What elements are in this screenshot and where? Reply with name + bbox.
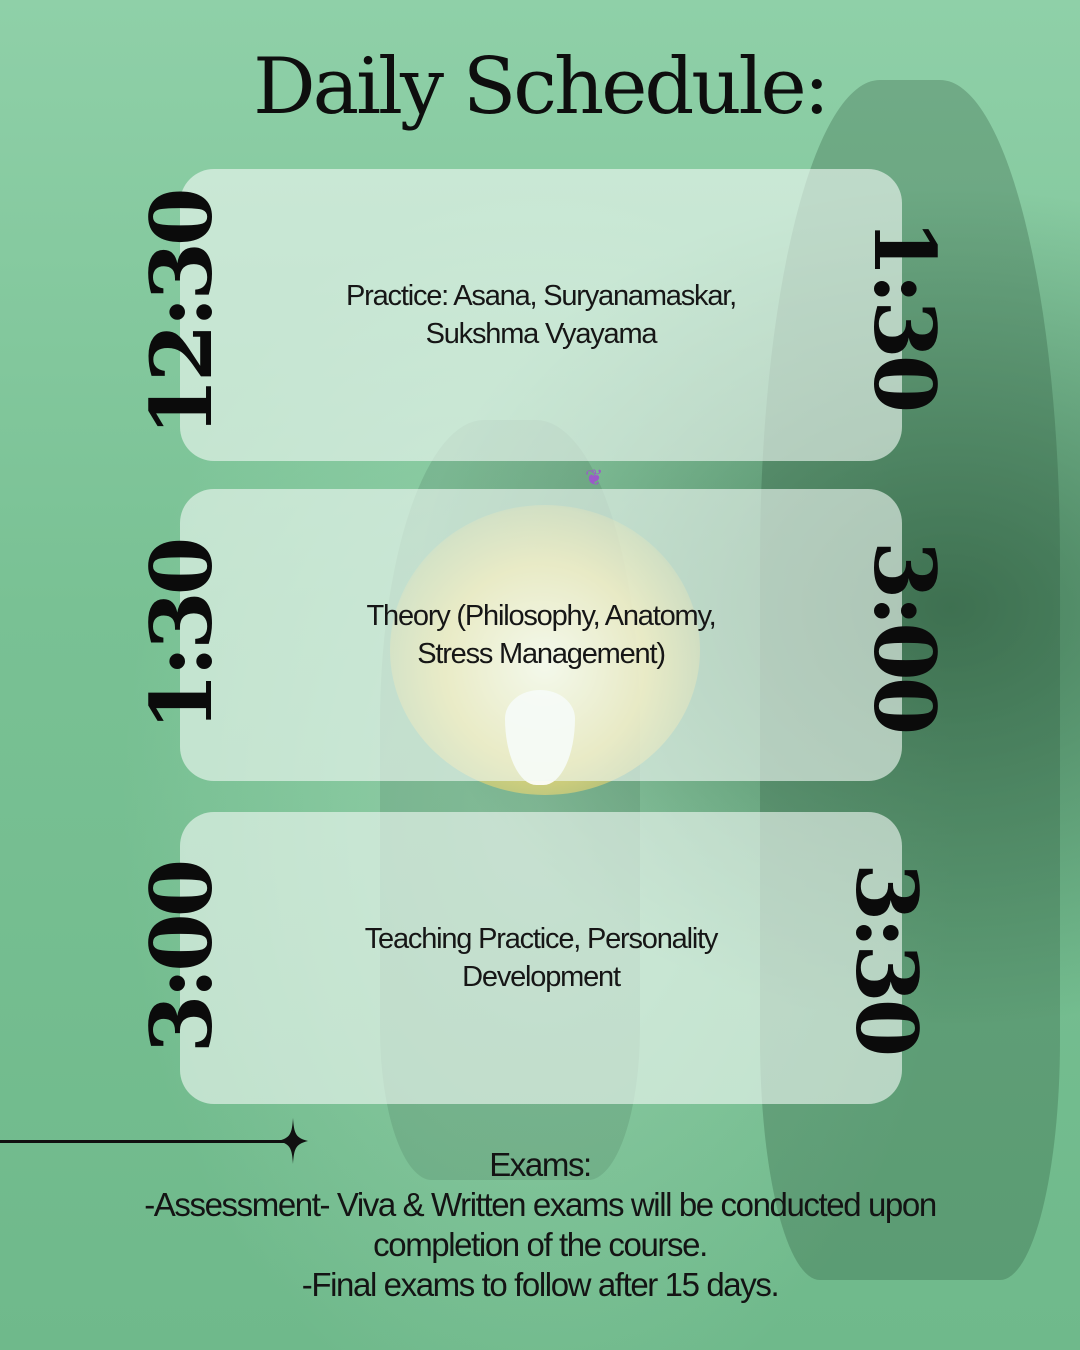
end-time: 3:00 <box>855 540 954 732</box>
start-time: 3:00 <box>132 862 231 1054</box>
schedule-card-1: Practice: Asana, Suryanamaskar, Sukshma … <box>180 169 902 461</box>
start-time: 1:30 <box>132 540 231 732</box>
schedule-card-2: Theory (Philosophy, Anatomy, Stress Mana… <box>180 489 902 781</box>
four-point-star-icon <box>278 1118 308 1164</box>
exams-line: -Final exams to follow after 15 days. <box>301 1266 780 1303</box>
end-time: 1:30 <box>855 218 954 410</box>
divider-line <box>0 1140 295 1143</box>
exams-section: Exams: -Assessment- Viva & Written exams… <box>60 1145 1020 1305</box>
exams-line: -Assessment- Viva & Written exams will b… <box>144 1186 937 1223</box>
activity-text: Teaching Practice, Personality Developme… <box>364 923 719 993</box>
end-time: 3:30 <box>837 862 936 1054</box>
exams-heading: Exams: <box>489 1146 592 1183</box>
activity-text: Practice: Asana, Suryanamaskar, Sukshma … <box>346 280 737 350</box>
start-time: 12:30 <box>132 191 231 437</box>
activity-text: Theory (Philosophy, Anatomy, Stress Mana… <box>366 600 717 670</box>
butterfly-icon: ❦ <box>585 465 604 490</box>
schedule-card-3: Teaching Practice, Personality Developme… <box>180 812 902 1104</box>
page-title: Daily Schedule: <box>253 42 830 132</box>
exams-line: completion of the course. <box>373 1226 708 1263</box>
